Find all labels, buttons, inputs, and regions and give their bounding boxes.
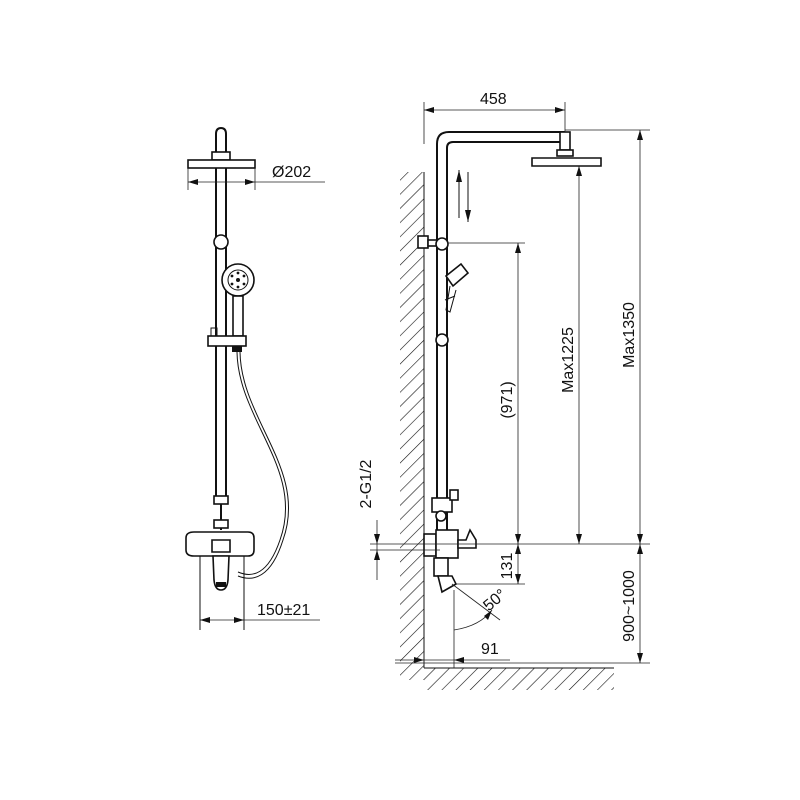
mount-height-dimension: 900~1000 xyxy=(621,544,643,663)
front-view xyxy=(185,126,289,630)
head-height-dimension: Max1225 xyxy=(560,166,582,544)
head-diameter-label: Ø202 xyxy=(272,164,311,181)
spout-projection-dimension: 91 xyxy=(395,590,510,668)
hand-height-label: (971) xyxy=(499,381,516,418)
center-distance-dimension: 150±21 xyxy=(200,602,320,623)
spout-angle-label: 50° xyxy=(480,586,509,615)
hand-height-dimension: (971) xyxy=(499,243,521,544)
arm-length-label: 458 xyxy=(480,91,507,108)
connector-label: 2-G1/2 xyxy=(358,459,375,508)
spout-angle-dimension: 50° xyxy=(451,583,510,631)
mount-height-label: 900~1000 xyxy=(621,570,638,642)
side-view xyxy=(417,131,602,594)
extension-lines xyxy=(370,129,650,664)
center-distance-label: 150±21 xyxy=(257,602,310,619)
wall xyxy=(400,172,425,680)
connector-dimension: 2-G1/2 xyxy=(358,459,380,580)
total-height-dimension: Max1350 xyxy=(621,130,643,544)
spout-projection-label: 91 xyxy=(481,641,499,658)
arm-length-dimension: 458 xyxy=(423,91,566,144)
floor xyxy=(424,667,614,690)
head-height-label: Max1225 xyxy=(560,327,577,393)
spout-drop-dimension: 131 xyxy=(456,544,525,585)
spout-drop-label: 131 xyxy=(499,553,516,580)
total-height-label: Max1350 xyxy=(621,302,638,368)
head-diameter-dimension: Ø202 xyxy=(187,164,325,190)
